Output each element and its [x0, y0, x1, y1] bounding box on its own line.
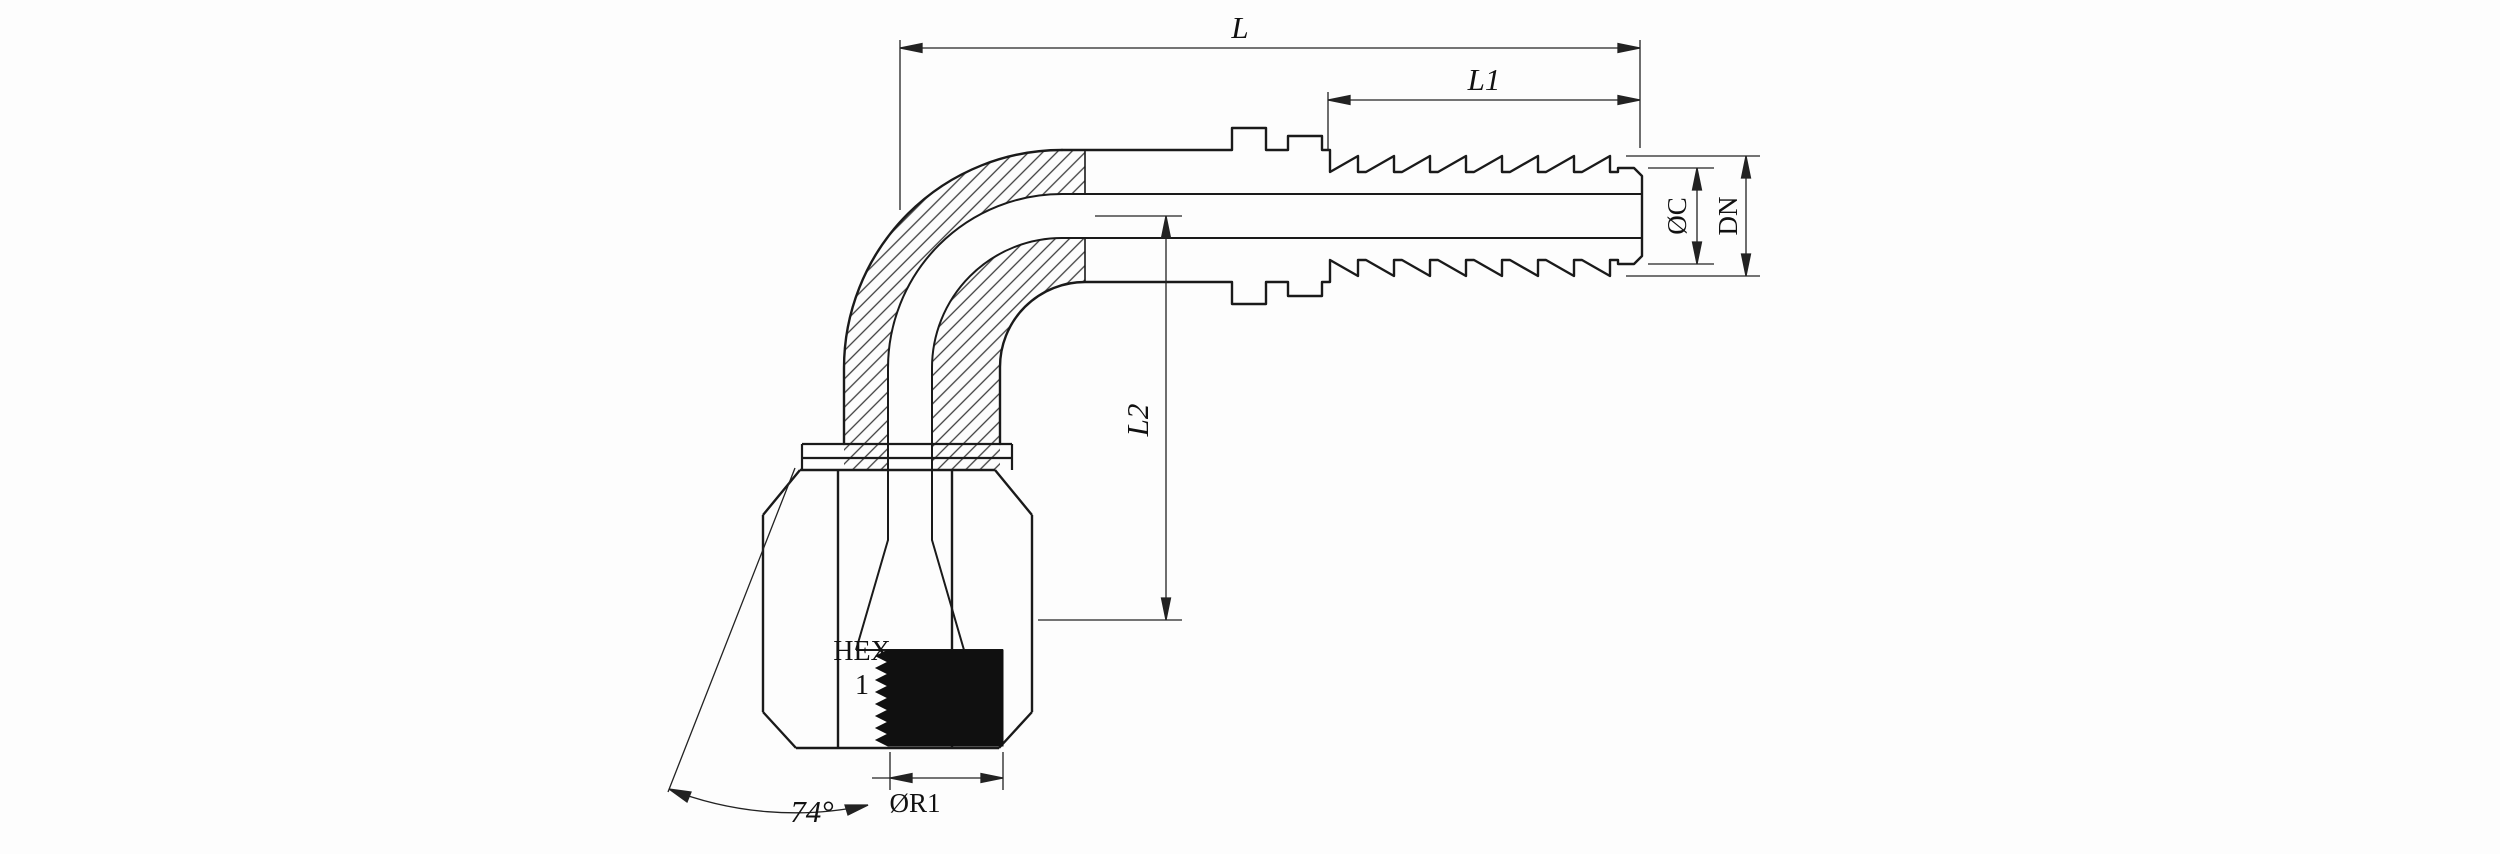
arrow-bottom	[1160, 597, 1172, 621]
dim-label-l2: L2	[1120, 404, 1155, 438]
swivel-collar	[800, 442, 1014, 470]
body-profile-path	[998, 126, 1644, 446]
angle-leader-line	[667, 467, 796, 793]
thread-section	[874, 649, 1004, 747]
dim-label-c: ØC	[1662, 197, 1692, 235]
dim-dn-extensions	[1626, 155, 1760, 277]
dim-l2-extensions	[1038, 215, 1182, 621]
arrow-top	[1691, 167, 1703, 191]
outer-wall-hatch	[844, 150, 1085, 470]
arrow-top	[1160, 215, 1172, 239]
dim-thread-diameter: ØR1	[872, 752, 1004, 818]
arrow-right	[1617, 94, 1641, 106]
dim-tail-diameter: ØC	[1648, 167, 1714, 265]
bore-top-path	[887, 193, 1643, 541]
outer-bend-path	[842, 148, 1064, 446]
arrow-bottom	[1691, 241, 1703, 265]
nut-outline-path	[761, 468, 1034, 750]
dim-label-r1: ØR1	[889, 788, 940, 818]
arrow-left	[1327, 94, 1351, 106]
thread-block	[874, 649, 1004, 747]
dim-label-l1: L1	[1467, 62, 1501, 97]
angle-annotation: 74°	[667, 467, 869, 829]
seat-cone-lines	[855, 539, 1003, 651]
arrow-right	[980, 772, 1004, 784]
arrow-arc-right	[844, 804, 869, 816]
arrow-bottom	[1740, 253, 1752, 277]
dim-label-l: L	[1230, 10, 1248, 45]
dim-bore-diameter: DN	[1626, 155, 1760, 277]
fitting-outline	[842, 126, 1644, 541]
dim-l-extensions	[899, 40, 1641, 210]
angle-arc	[668, 788, 869, 814]
dim-c-extensions	[1648, 167, 1714, 265]
section-hatch	[844, 150, 1085, 470]
arrow-left	[899, 42, 923, 54]
dim-overall-length: L	[899, 10, 1641, 210]
dim-r1-extensions	[889, 752, 1004, 790]
angle-label: 74°	[790, 794, 833, 829]
hex-size-label: HEX 1	[833, 636, 891, 701]
bore-bottom-path	[931, 237, 1643, 541]
hex-number-label: 1	[855, 670, 869, 701]
collar-path	[800, 442, 1014, 470]
dim-tail-length: L1	[1327, 62, 1641, 150]
arrow-arc-left	[668, 788, 692, 804]
dim-drop-length: L2	[1038, 215, 1182, 621]
dim-label-dn: DN	[1713, 197, 1743, 236]
arrow-right	[1617, 42, 1641, 54]
arrow-top	[1740, 155, 1752, 179]
inner-wall-hatch	[932, 238, 1085, 470]
arrow-left	[889, 772, 913, 784]
hex-word-label: HEX	[833, 636, 891, 667]
